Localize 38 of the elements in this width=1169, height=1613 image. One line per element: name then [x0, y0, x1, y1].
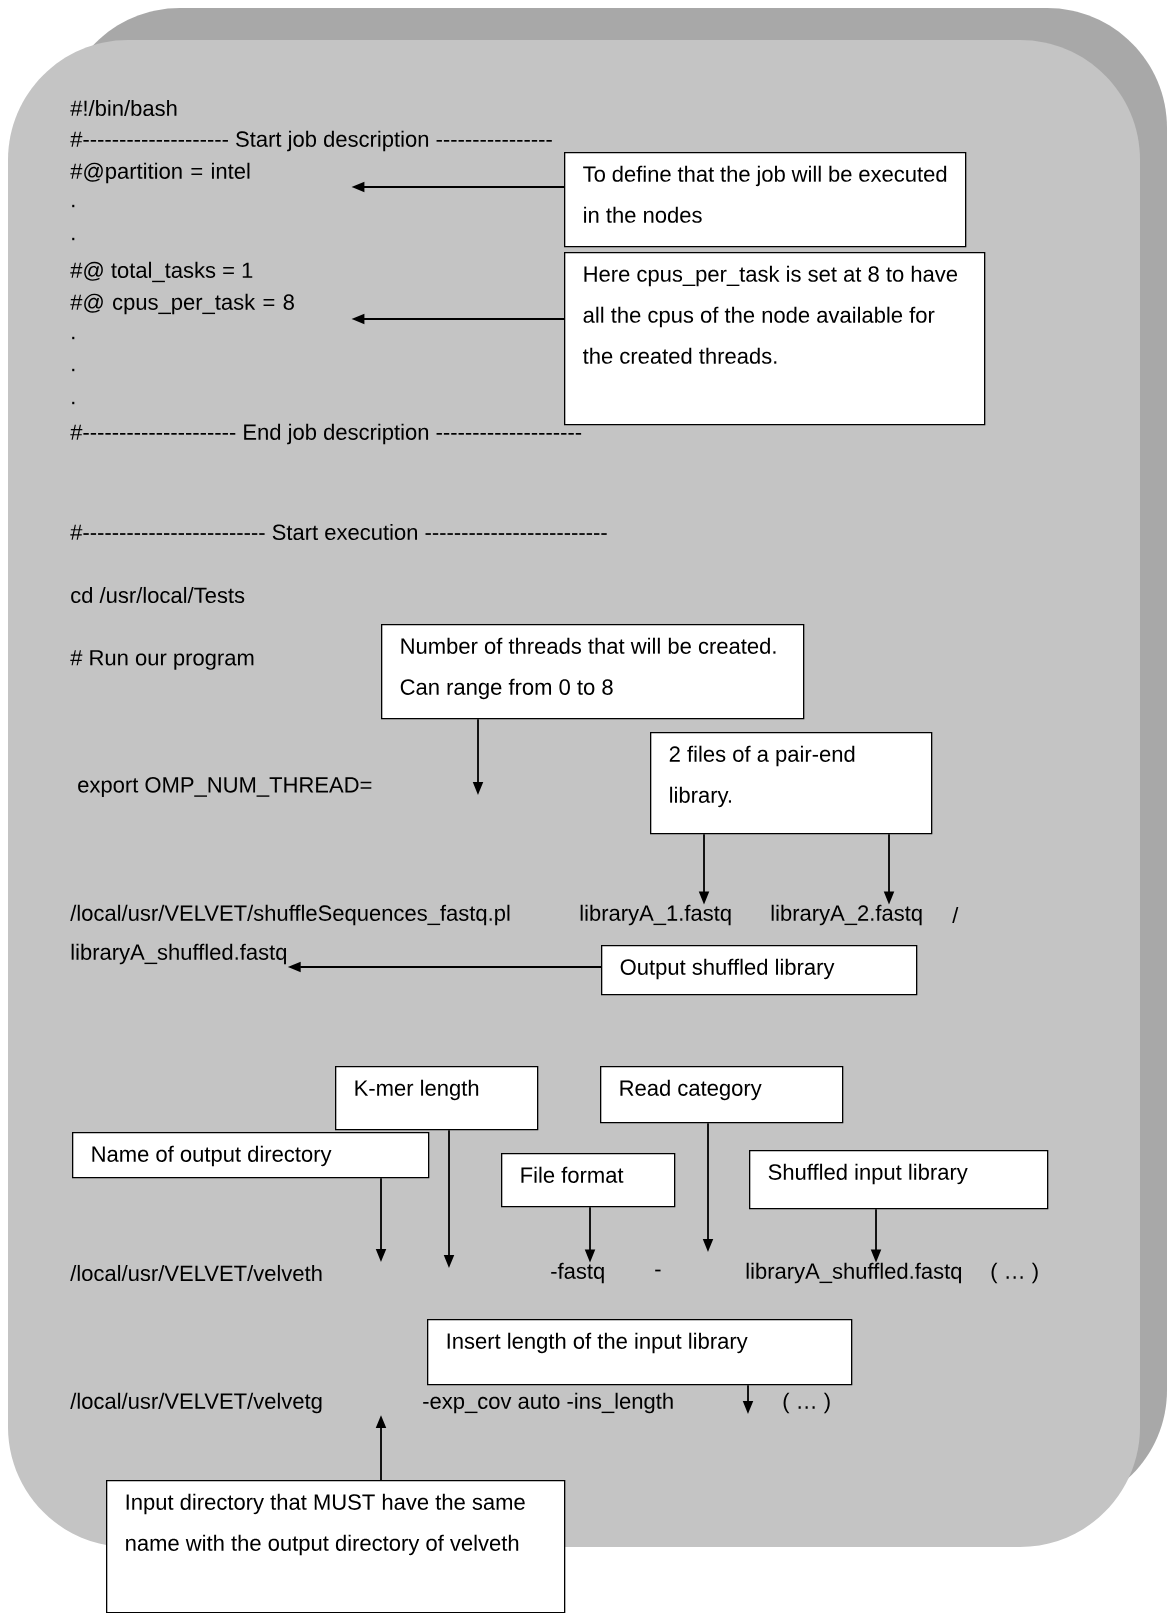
callout-box: Number of threads that will be created. Can range from 0 to 8	[381, 624, 805, 720]
code-line: .	[72, 336, 75, 340]
code-line: /local/usr/VELVET/shuffleSequences_fastq.pl	[70, 904, 510, 926]
code-line: #------------------------- Start execution -------------------------	[70, 523, 607, 541]
callout-box: Input directory that MUST have the same name with the output directory of velveth	[106, 1480, 566, 1613]
code-line: /local/usr/VELVET/velvetg	[70, 1392, 322, 1414]
code-line: #--------------------- End job description --------------------	[70, 423, 582, 445]
code-line: cd /usr/local/Tests	[71, 586, 245, 604]
code-line: #@partition = intel	[70, 162, 250, 184]
code-line: .	[72, 237, 75, 241]
callout-box: File format	[501, 1153, 676, 1208]
code-line: #@ total_tasks = 1	[70, 261, 253, 283]
code-line: /	[952, 906, 959, 924]
callout-box: To define that the job will be executed in the nodes	[564, 152, 967, 248]
callout-box: Here cpus_per_task is set at 8 to have all the cpus of the node available for the created threads.	[564, 252, 986, 426]
callout-box: Name of output directory	[72, 1132, 430, 1179]
code-line: export OMP_NUM_THREAD=	[78, 777, 372, 797]
code-line: libraryA_shuffled.fastq	[746, 1262, 962, 1284]
callout-box: K-mer length	[335, 1066, 539, 1131]
code-line: -	[655, 1269, 661, 1272]
code-line: #-------------------- Start job description ----------------	[70, 130, 552, 152]
code-line: .	[72, 401, 75, 405]
code-line: #@ cpus_per_task = 8	[70, 293, 294, 315]
code-line: ( … )	[991, 1262, 1038, 1284]
callout-box: Output shuffled library	[601, 945, 918, 996]
code-line: libraryA_shuffled.fastq	[71, 943, 287, 965]
code-line: -fastq	[551, 1262, 604, 1284]
callout-box: Read category	[600, 1066, 844, 1124]
code-line: libraryA_1.fastq	[580, 904, 731, 926]
callout-box: 2 files of a pair-end library.	[650, 732, 933, 835]
code-line: .	[72, 204, 75, 208]
code-line: #!/bin/bash	[70, 99, 177, 117]
code-line: /local/usr/VELVET/velveth	[70, 1264, 322, 1282]
code-line: .	[72, 368, 75, 372]
callout-box: Shuffled input library	[749, 1150, 1049, 1210]
callout-box: Insert length of the input library	[427, 1319, 853, 1386]
code-line: # Run our program	[70, 650, 254, 670]
code-line: libraryA_2.fastq	[771, 904, 922, 926]
